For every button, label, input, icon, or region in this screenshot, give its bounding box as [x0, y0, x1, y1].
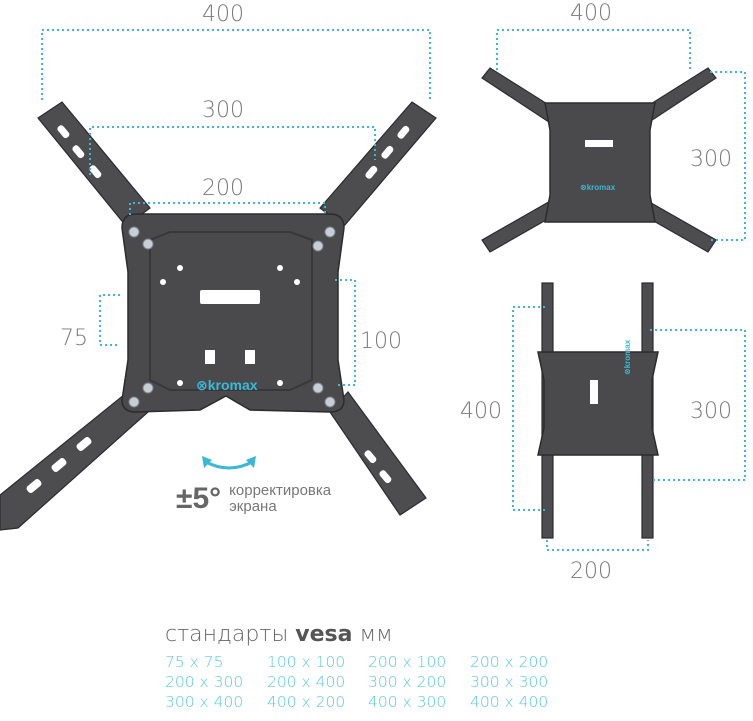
- arm-top-left: [37, 101, 151, 227]
- vesa-item: 400 x 400: [470, 693, 549, 711]
- vesa-item: 200 x 400: [267, 673, 346, 691]
- svg-text:⊗kromax: ⊗kromax: [623, 339, 632, 375]
- dim-100: 100: [360, 329, 402, 354]
- dim-400: 400: [570, 1, 612, 26]
- vesa-title-prefix: стандарты: [165, 622, 289, 647]
- vesa-item: 100 x 100: [267, 653, 346, 671]
- tilt-label-2: экрана: [229, 498, 277, 515]
- vesa-title: стандарты vesa мм: [165, 622, 393, 647]
- vesa-item: 300 x 200: [368, 673, 447, 691]
- vesa-item: 400 x 300: [368, 693, 447, 711]
- main-dimensions: 400 300 200 75 100: [41, 2, 431, 470]
- vesa-item: 75 x 75: [165, 653, 224, 671]
- vesa-item: 400 x 200: [267, 693, 346, 711]
- mounting-plate: [121, 213, 345, 413]
- top-right-bracket: ⊗kromax 400 300: [481, 1, 746, 253]
- rotate-arrow-icon: [205, 460, 253, 470]
- bottom-right-bracket: ⊗kromax 400 300 200: [460, 282, 746, 584]
- vesa-item: 300 x 400: [165, 693, 244, 711]
- dim-200: 200: [202, 176, 244, 201]
- svg-text:⊗kromax: ⊗kromax: [580, 183, 616, 192]
- vesa-item: 200 x 200: [470, 653, 549, 671]
- vesa-title-suffix: мм: [359, 622, 393, 647]
- arm-top-right: [319, 101, 437, 227]
- vesa-item: 300 x 300: [470, 673, 549, 691]
- vesa-title-bold: vesa: [295, 622, 353, 647]
- tilt-value: ±5°: [176, 482, 222, 515]
- vesa-list: 75 x 75 100 x 100 200 x 100 200 x 200 20…: [165, 652, 570, 712]
- tilt-info: ±5° корректировка экрана: [176, 482, 331, 516]
- dim-300: 300: [690, 399, 732, 424]
- arm-bottom-right: [329, 391, 427, 516]
- main-bracket: ⊗kromax: [0, 101, 437, 531]
- dim-200: 200: [570, 559, 612, 584]
- tilt-label-1: корректировка: [229, 482, 332, 499]
- arm-bottom-left: [0, 389, 149, 531]
- vesa-item: 200 x 300: [165, 673, 244, 691]
- dim-75: 75: [60, 326, 88, 351]
- dim-400: 400: [460, 399, 502, 424]
- dim-300: 300: [690, 147, 732, 172]
- brand-logo: ⊗kromax: [196, 377, 258, 393]
- dim-300: 300: [202, 98, 244, 123]
- dim-400: 400: [202, 2, 244, 27]
- vesa-item: 200 x 100: [368, 653, 447, 671]
